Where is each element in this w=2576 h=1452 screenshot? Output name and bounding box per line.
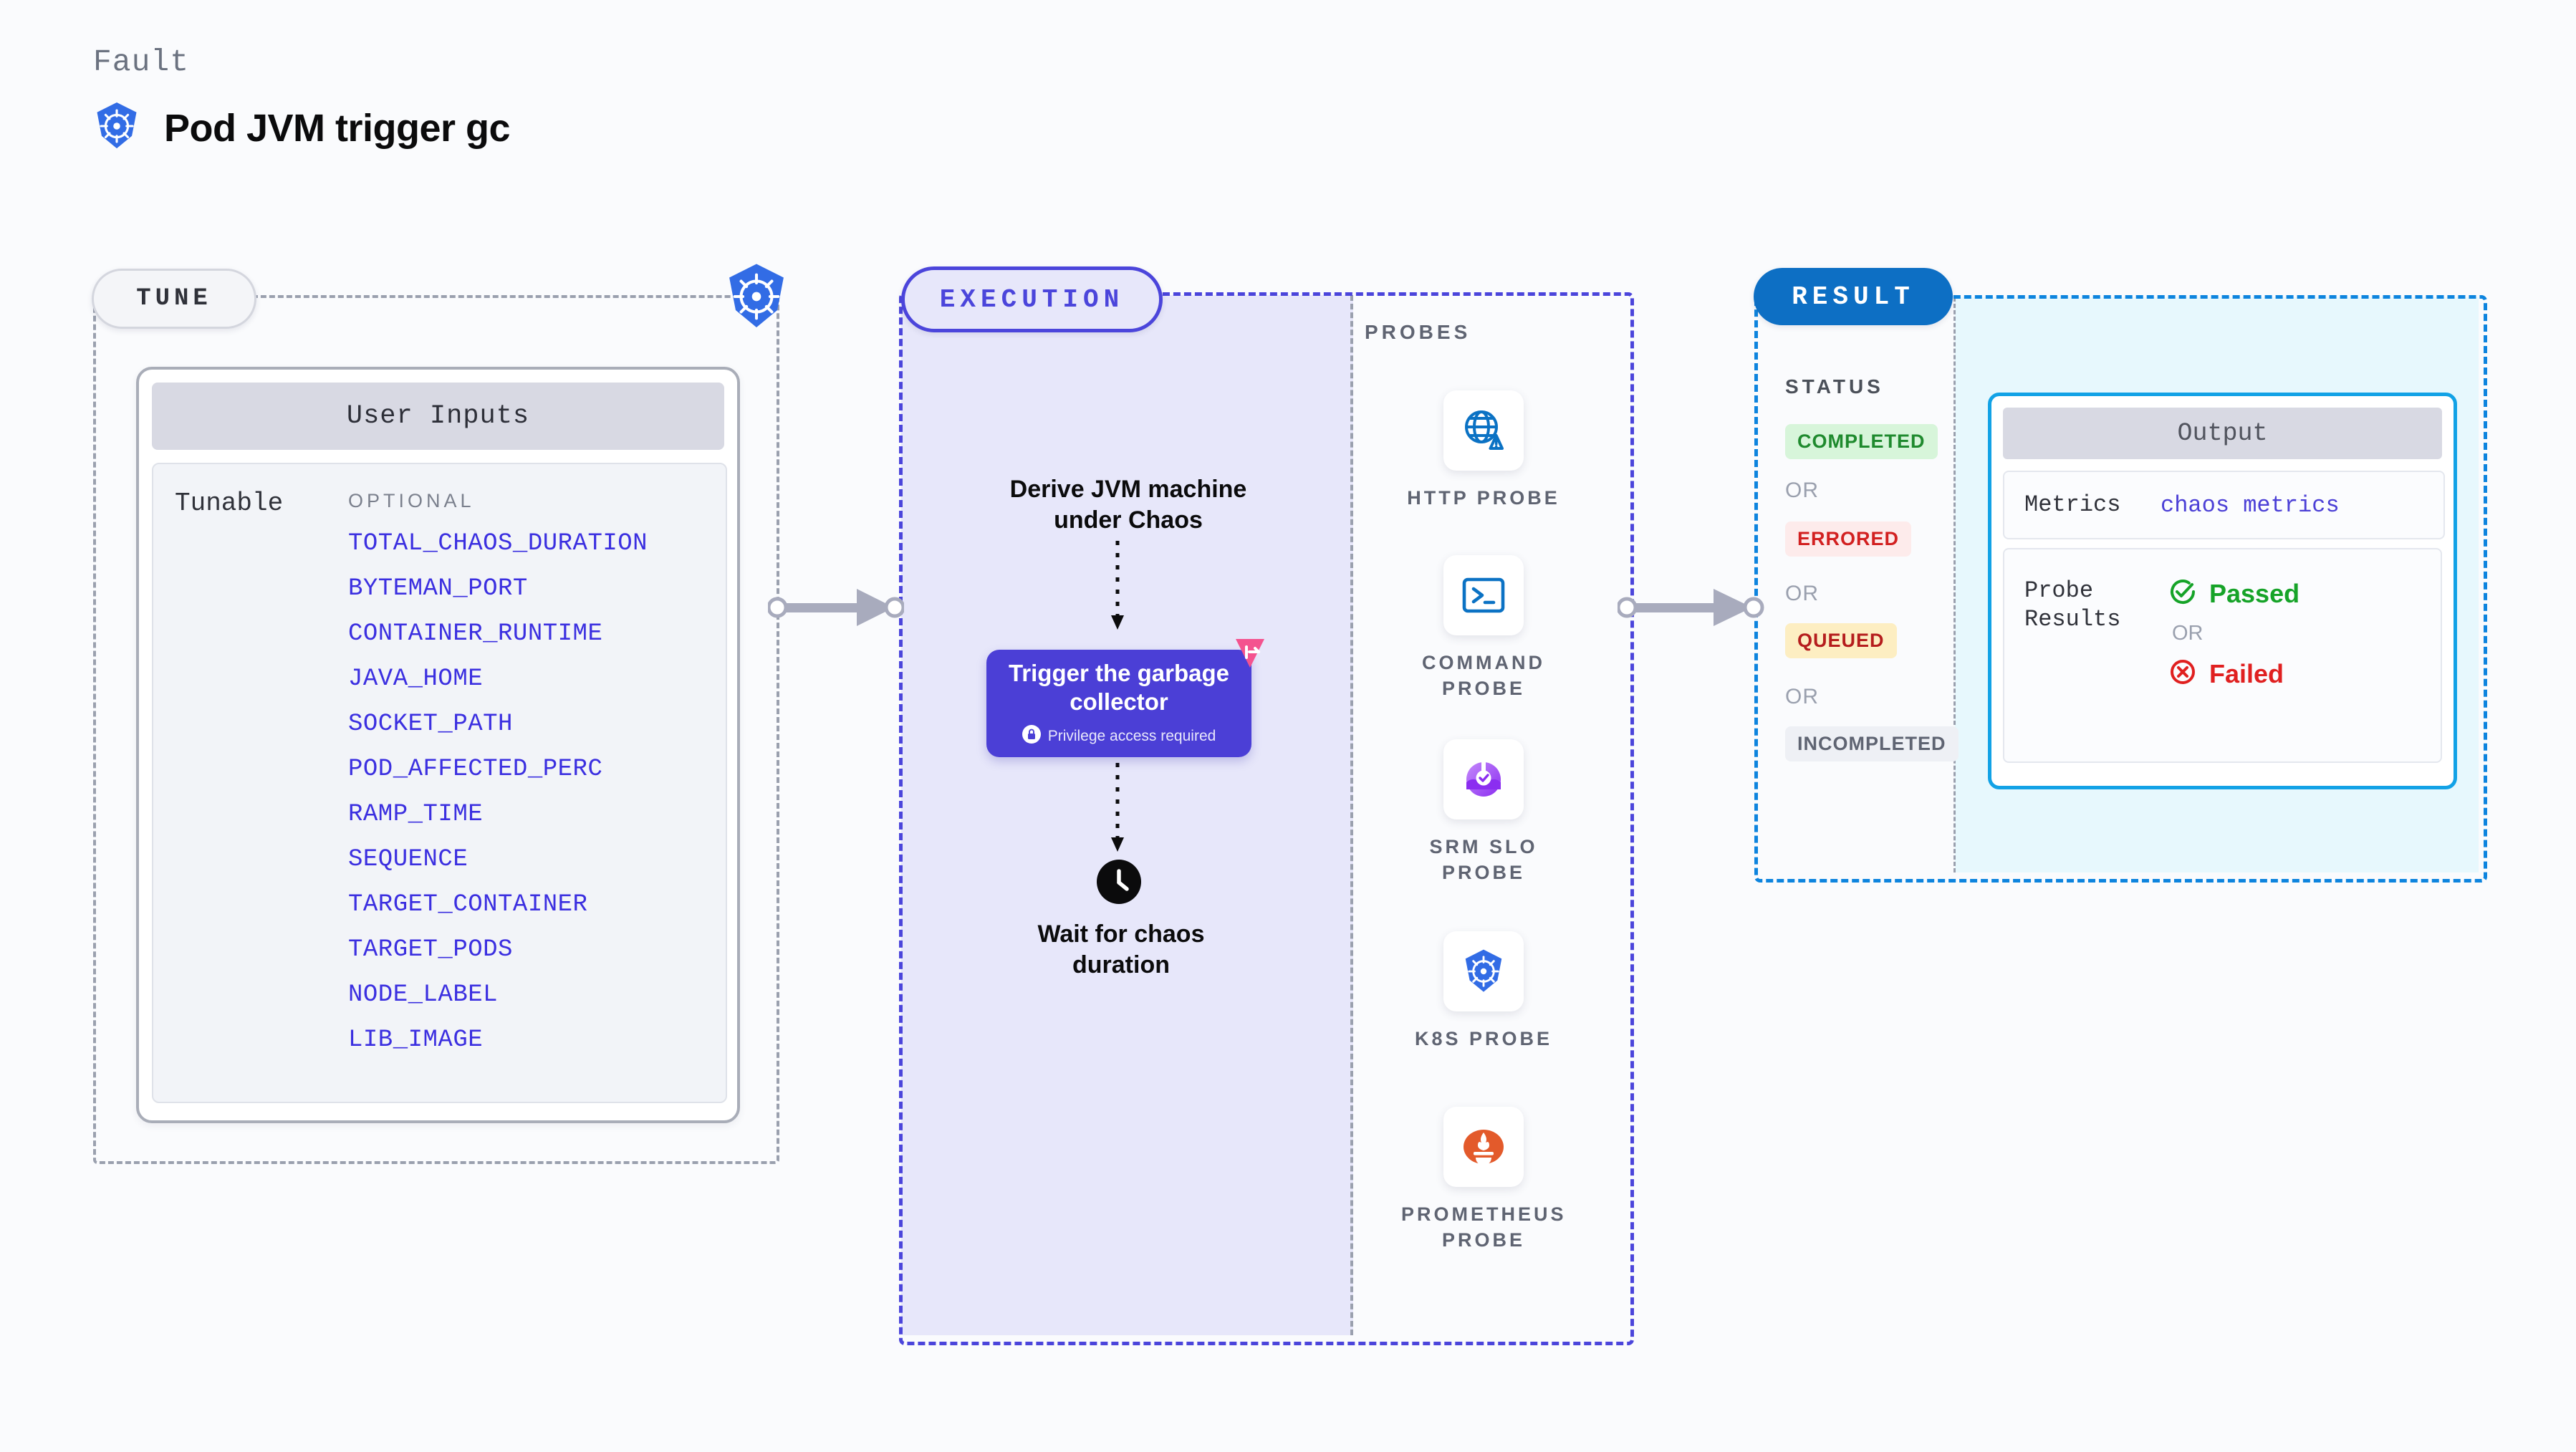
execution-pill[interactable]: EXECUTION	[901, 266, 1163, 332]
gc-card-title: Trigger the garbage collector	[1008, 660, 1230, 715]
privilege-note: Privilege access required	[1022, 724, 1216, 748]
or-separator: OR	[1785, 582, 1819, 605]
tunable-item[interactable]: JAVA_HOME	[348, 665, 484, 693]
x-circle-icon	[2168, 657, 2198, 691]
probe-results-key: Probe Results	[2024, 577, 2121, 633]
page-title: Pod JVM trigger gc	[164, 106, 511, 150]
probe-item-command[interactable]: COMMAND PROBE	[1401, 555, 1566, 702]
passed-label: Passed	[2209, 578, 2300, 608]
probe-item-prometheus[interactable]: PROMETHEUS PROBE	[1401, 1107, 1566, 1254]
kubernetes-icon	[1443, 931, 1524, 1011]
clock-icon	[1097, 860, 1141, 908]
probe-label: K8S PROBE	[1414, 1028, 1553, 1049]
result-status-column	[1756, 297, 1956, 872]
status-label: STATUS	[1785, 375, 1884, 398]
probe-result-failed: Failed	[2168, 657, 2299, 691]
status-badge-errored[interactable]: ERRORED	[1785, 521, 1912, 557]
check-circle-icon	[2168, 577, 2198, 610]
metrics-row: Metrics chaos metrics	[2003, 471, 2445, 539]
tunable-item[interactable]: CONTAINER_RUNTIME	[348, 620, 603, 648]
tunable-box: Tunable OPTIONAL TOTAL_CHAOS_DURATION BY…	[152, 463, 727, 1103]
globe-warning-icon	[1443, 390, 1524, 471]
metrics-value[interactable]: chaos metrics	[2161, 491, 2340, 519]
privilege-note-text: Privilege access required	[1047, 727, 1216, 744]
fault-eyebrow: Fault	[93, 44, 190, 80]
tunable-item[interactable]: TARGET_PODS	[348, 936, 513, 963]
or-separator: OR	[1785, 479, 1819, 502]
tune-pill[interactable]: TUNE	[92, 269, 256, 329]
wait-step-label: Wait for chaos duration	[1037, 920, 1205, 979]
trigger-garbage-collector-card[interactable]: Trigger the garbage collector Privilege …	[986, 650, 1251, 757]
connector-execution-to-result	[1616, 585, 1764, 634]
tunable-item[interactable]: RAMP_TIME	[348, 801, 484, 828]
kubernetes-icon	[93, 101, 140, 155]
user-inputs-title: User Inputs	[152, 383, 724, 450]
probe-label: HTTP PROBE	[1407, 487, 1560, 509]
status-badge-completed[interactable]: COMPLETED	[1785, 424, 1938, 459]
tunable-item[interactable]: SOCKET_PATH	[348, 711, 513, 738]
tunable-item[interactable]: BYTEMAN_PORT	[348, 575, 528, 602]
output-title: Output	[2003, 408, 2442, 459]
probe-item-http[interactable]: HTTP PROBE	[1401, 390, 1566, 511]
connector-tune-to-execution	[766, 585, 905, 634]
result-region	[1754, 295, 2487, 883]
tunable-item[interactable]: TOTAL_CHAOS_DURATION	[348, 530, 648, 557]
tunable-item[interactable]: LIB_IMAGE	[348, 1027, 484, 1054]
execution-fill	[901, 295, 1353, 1335]
probe-item-srm-slo[interactable]: SRM SLO PROBE	[1401, 739, 1566, 886]
probes-section-label: PROBES	[1365, 321, 1471, 343]
tunable-item[interactable]: POD_AFFECTED_PERC	[348, 756, 603, 783]
probe-result-passed: Passed	[2168, 577, 2299, 610]
failed-label: Failed	[2209, 658, 2284, 688]
probe-label: PROMETHEUS PROBE	[1401, 1203, 1567, 1251]
probe-label: COMMAND PROBE	[1422, 652, 1545, 700]
result-pill[interactable]: RESULT	[1754, 268, 1953, 325]
flow-arrow-down	[1107, 541, 1128, 638]
tunable-item[interactable]: SEQUENCE	[348, 846, 468, 873]
metrics-key: Metrics	[2024, 491, 2121, 518]
title-row: Pod JVM trigger gc	[93, 101, 511, 155]
tune-kubernetes-icon	[724, 262, 789, 335]
status-badge-incompleted[interactable]: INCOMPLETED	[1785, 726, 1959, 761]
or-separator: OR	[1785, 685, 1819, 708]
lock-icon	[1022, 724, 1041, 748]
or-separator: OR	[2172, 622, 2203, 645]
tunable-item[interactable]: NODE_LABEL	[348, 981, 499, 1009]
probe-results-values: Passed OR Failed	[2168, 577, 2299, 691]
page-header: Fault Pod JVM trigger gc	[93, 44, 511, 155]
terminal-icon	[1443, 555, 1524, 635]
output-card: Output Metrics chaos metrics Probe Resul…	[1988, 393, 2457, 789]
user-inputs-card: User Inputs Tunable OPTIONAL TOTAL_CHAOS…	[136, 367, 740, 1123]
optional-label: OPTIONAL	[348, 490, 475, 511]
probe-item-k8s[interactable]: K8S PROBE	[1401, 931, 1566, 1052]
probe-label: SRM SLO PROBE	[1429, 836, 1538, 884]
tunable-group-label: Tunable	[175, 489, 284, 518]
status-badge-queued[interactable]: QUEUED	[1785, 623, 1897, 658]
optional-column: OPTIONAL TOTAL_CHAOS_DURATION BYTEMAN_PO…	[348, 490, 648, 1054]
litmus-chaos-icon	[1227, 633, 1270, 680]
execution-region	[899, 292, 1634, 1345]
probe-results-row: Probe Results Passed OR	[2003, 548, 2442, 763]
srm-slo-icon	[1443, 739, 1524, 819]
prometheus-icon	[1443, 1107, 1524, 1187]
tunable-item[interactable]: TARGET_CONTAINER	[348, 891, 588, 918]
tune-region	[93, 295, 779, 1164]
derive-step-label: Derive JVM machine under Chaos	[1009, 476, 1247, 534]
flow-arrow-down	[1107, 763, 1128, 860]
